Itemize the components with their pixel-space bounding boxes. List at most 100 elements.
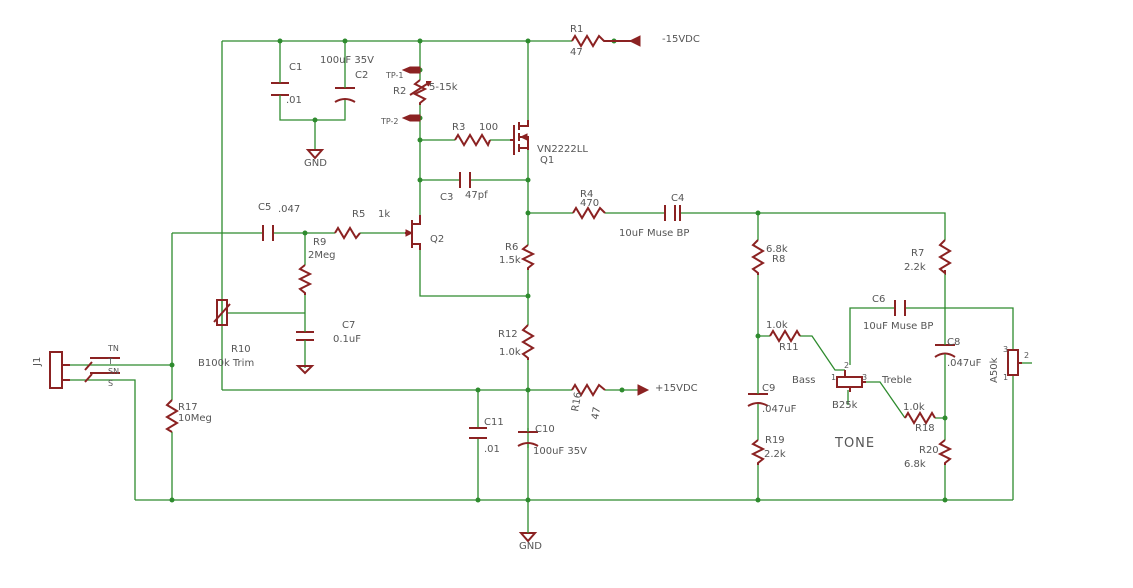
ground-top-symbol	[305, 149, 325, 160]
c1-value: .01	[286, 95, 302, 106]
c2-value: 100uF 35V	[320, 55, 374, 66]
q1-name: Q1	[540, 155, 554, 166]
junctions	[169, 38, 948, 503]
r17-value: 10Meg	[178, 413, 212, 424]
c6-value: 10uF Muse BP	[863, 321, 933, 332]
r4-value: 470	[580, 198, 599, 209]
c9-value: .047uF	[762, 404, 797, 415]
c5-symbol	[262, 225, 274, 241]
r20-name: R20	[919, 445, 939, 456]
c4-value: 10uF Muse BP	[619, 228, 689, 239]
ground-bottom-symbol	[518, 532, 538, 543]
b25k-pot	[836, 370, 866, 392]
c8-value: .047uF	[947, 358, 982, 369]
b25k-pin-3: 3	[862, 373, 867, 382]
r12-name: R12	[498, 329, 518, 340]
c2-symbol	[334, 85, 356, 105]
c6-name: C6	[872, 294, 885, 305]
r11-value: 1.0k	[766, 320, 788, 331]
q2-name: Q2	[430, 234, 444, 245]
r2-name: R2	[393, 86, 406, 97]
c7-name: C7	[342, 320, 355, 331]
c3-value: 47pf	[465, 190, 488, 201]
a50k-label: A50k	[989, 357, 1000, 383]
c8-symbol	[934, 340, 956, 360]
r2-symbol	[412, 79, 428, 105]
r2-trim-arrow	[409, 81, 432, 96]
r19-name: R19	[765, 435, 785, 446]
c10-value: 100uF 35V	[533, 446, 587, 457]
r12-value: 1.0k	[499, 347, 521, 358]
c7-value: 0.1uF	[333, 334, 361, 345]
c9-name: C9	[762, 383, 775, 394]
r16-value: 47	[590, 406, 603, 420]
c4-name: C4	[671, 193, 684, 204]
c11-symbol	[469, 427, 487, 439]
c11-name: C11	[484, 417, 504, 428]
r1-name: R1	[570, 24, 583, 35]
r7-value: 2.2k	[904, 262, 926, 273]
c1-symbol	[271, 80, 289, 100]
pos-rail-arrow	[637, 384, 650, 396]
neg-rail-label: -15VDC	[662, 34, 700, 45]
j1-pin-tn: TN	[107, 344, 119, 353]
r3-value: 100	[479, 122, 498, 133]
r16-name: R16	[570, 391, 584, 412]
q2-jfet	[405, 215, 421, 250]
q1-type: VN2222LL	[537, 144, 588, 155]
r12-symbol	[521, 324, 535, 360]
r6-name: R6	[505, 242, 518, 253]
neg-rail-arrow	[628, 35, 641, 47]
r11-name: R11	[779, 342, 799, 353]
j1-pin-sn: SN	[108, 367, 119, 376]
r9-symbol	[297, 264, 313, 295]
c3-symbol	[459, 172, 471, 188]
r17-name: R17	[178, 402, 198, 413]
r2-value: 5-15k	[429, 82, 458, 93]
r16-symbol	[571, 383, 606, 397]
r8-symbol	[751, 239, 765, 275]
c7-ground	[295, 365, 315, 375]
q1-mosfet	[510, 120, 529, 155]
r5-symbol	[334, 226, 361, 240]
tp1-label: TP-1	[385, 71, 404, 80]
r20-symbol	[937, 439, 953, 465]
j1-pin-t: T	[107, 357, 113, 366]
r20-value: 6.8k	[904, 459, 926, 470]
r1-symbol	[571, 34, 614, 48]
r9-value: 2Meg	[308, 250, 336, 261]
r4-symbol	[572, 206, 606, 220]
c1-name: C1	[289, 62, 302, 73]
r11-symbol	[769, 329, 801, 343]
c5-value: .047	[278, 204, 300, 215]
tp1-marker	[401, 66, 421, 74]
r10-trim	[213, 299, 231, 326]
r4-name: R4	[580, 189, 593, 200]
r18-name: R18	[915, 423, 935, 434]
r3-symbol	[454, 133, 491, 148]
c8-name: C8	[947, 337, 960, 348]
a50k-pin-3: 3	[1003, 345, 1008, 354]
j1-label: J1	[32, 357, 43, 367]
r10-name: R10	[231, 344, 251, 355]
r18-symbol	[904, 411, 936, 425]
r6-symbol	[520, 244, 536, 270]
b25k-label: B25k	[832, 400, 858, 411]
ground-top-label: GND	[304, 158, 327, 169]
r7-name: R7	[911, 248, 924, 259]
treble-label: Treble	[881, 375, 912, 386]
r5-value: 1k	[378, 209, 390, 220]
pos-rail-label: +15VDC	[655, 383, 698, 394]
tone-label: TONE	[834, 436, 875, 451]
r6-value: 1.5k	[499, 255, 521, 266]
r9-name: R9	[313, 237, 326, 248]
j1-pin-s: S	[108, 379, 113, 388]
c6-symbol	[894, 300, 906, 316]
r19-symbol	[750, 439, 766, 465]
a50k-pot	[1007, 349, 1022, 376]
c5-name: C5	[258, 202, 271, 213]
r10-value: B100k Trim	[198, 358, 254, 369]
b25k-pin-2: 2	[844, 361, 849, 370]
c10-name: C10	[535, 424, 555, 435]
